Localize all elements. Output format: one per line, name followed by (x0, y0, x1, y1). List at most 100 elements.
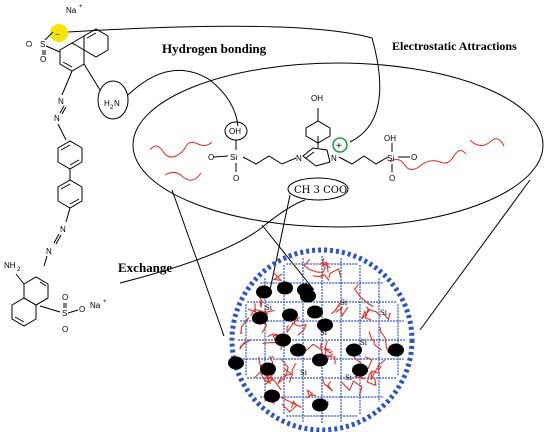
sulfur-top: S (40, 40, 45, 49)
polymer-strand (272, 271, 283, 282)
silicon-node-label: Si (265, 304, 273, 312)
oxygen-right-2: O (389, 174, 395, 183)
cation-circle (332, 137, 348, 153)
polymer-strand (240, 317, 250, 335)
exchange-label: Exchange (118, 260, 172, 275)
imidazole-n-left: N (296, 154, 302, 163)
adsorbed-dye-dot (312, 353, 328, 367)
acetate-label: CH 3 COO (294, 185, 347, 196)
polymer-strand (383, 312, 391, 321)
adsorbed-dye-dot (346, 343, 362, 357)
sodium-bottom: Na (90, 301, 101, 310)
cation-plus: + (336, 141, 342, 152)
polymer-strand (360, 306, 371, 320)
polymer-strand (323, 347, 333, 354)
sodium-top: Na (66, 6, 77, 15)
silicon-node-label: Si (380, 309, 388, 317)
polymer-strand (303, 258, 322, 273)
polymer-strand (281, 403, 302, 413)
hydrogen-bond-line (127, 69, 239, 127)
phenol-hydroxyl: OH (311, 94, 323, 103)
azo-n4: N (46, 247, 52, 256)
adsorbed-dye-dot (290, 343, 306, 357)
polymer-strand (239, 339, 252, 350)
adsorbed-dye-dot (352, 363, 368, 377)
amine-h: H (104, 99, 110, 108)
polymer-strand (250, 308, 269, 317)
oxygen-left-1: O (208, 153, 214, 162)
zoom-cone-inner-1 (261, 224, 315, 291)
amine-bottom-sub: 2 (17, 267, 21, 273)
polymer-strand (321, 257, 329, 273)
silicon-node-label: Si (300, 369, 308, 377)
polymer-strand (280, 396, 298, 409)
adsorbed-dye-dot (282, 308, 298, 322)
polymer-strand (379, 327, 390, 354)
silicon-node-label: Si (360, 339, 368, 347)
propyl-right (338, 155, 389, 165)
acetate-ellipse (287, 177, 349, 201)
polymer-strand (370, 367, 380, 381)
silicon-left: Si (230, 153, 237, 162)
polymer-strand (304, 344, 321, 352)
adsorbed-dye-dot (275, 333, 291, 347)
sulfur-bottom: S (62, 309, 67, 318)
nanoparticle: SiSiSiSiSiSiSiSiSiSi (228, 247, 415, 432)
polymer-chain-left (149, 141, 213, 158)
adsorbed-dye-dot (300, 289, 316, 303)
sodium-bottom-charge: + (103, 299, 107, 305)
phenyl-ring-1 (57, 140, 83, 170)
silicon-right: Si (387, 154, 394, 163)
polymer-strand (328, 268, 342, 278)
polymer-strand (280, 358, 293, 377)
silicon-node-label: Si (340, 299, 348, 307)
anion-highlight (50, 24, 68, 42)
adsorbed-dye-dot (312, 398, 328, 412)
adsorbed-dye-dot (264, 389, 280, 403)
naphthalene-ring-top-2 (83, 28, 109, 58)
imidazole-n-right: N (331, 154, 337, 163)
oxygen-left-2: O (233, 174, 239, 183)
adsorbed-dye-dot (317, 318, 333, 332)
polymer-strand (377, 359, 386, 372)
polymer-strand (312, 274, 330, 282)
amine-circle (97, 80, 129, 120)
polymer-strand (366, 371, 377, 387)
polymer-strand (277, 374, 287, 384)
zoom-cone-right (419, 179, 531, 331)
polymer-strand (335, 306, 349, 317)
zoom-cone-left (171, 189, 225, 337)
polymer-strand (368, 331, 382, 351)
polymer-chain-right (389, 150, 467, 170)
oxygen-right-1: O (411, 153, 417, 162)
polymer-chain-left-2 (164, 171, 202, 181)
zoom-view: OH O Si O N N + OH OH Si O O CH 3 COO (132, 62, 544, 337)
imidazolium-ring (302, 147, 331, 167)
electrostatic-line (67, 25, 381, 143)
sodium-top-charge: + (79, 4, 83, 10)
naphthalene-ring-bottom-2 (11, 297, 37, 327)
naphthalene-ring-bottom-1 (23, 276, 49, 306)
polymer-strand (353, 283, 374, 308)
hydrogen-bonding-label: Hydrogen bonding (162, 41, 267, 56)
amine-n: N (114, 99, 120, 108)
hydroxyl-left: OH (229, 127, 241, 136)
interaction-lines (67, 25, 381, 284)
phenyl-ring-2 (57, 179, 83, 209)
polymer-strand (340, 380, 363, 396)
adsorbed-dye-dot (256, 285, 272, 299)
adsorbed-dye-dot (252, 311, 268, 325)
polymer-strand (322, 378, 334, 392)
polymer-strand (247, 303, 257, 313)
polymer-strand (286, 316, 300, 334)
azo-n3: N (60, 225, 66, 234)
zoom-ellipse (132, 62, 544, 228)
polymer-strand (306, 388, 317, 399)
adsorbed-dye-dot (260, 362, 276, 376)
adsorbed-dye-dot (388, 343, 404, 357)
polymer-strand (291, 322, 307, 336)
dye-molecule: − Na + S O O H 2 N N N (4, 4, 129, 334)
electrostatic-label: Electrostatic Attractions (392, 39, 517, 53)
oxygen-top-bottom: O (40, 55, 46, 64)
